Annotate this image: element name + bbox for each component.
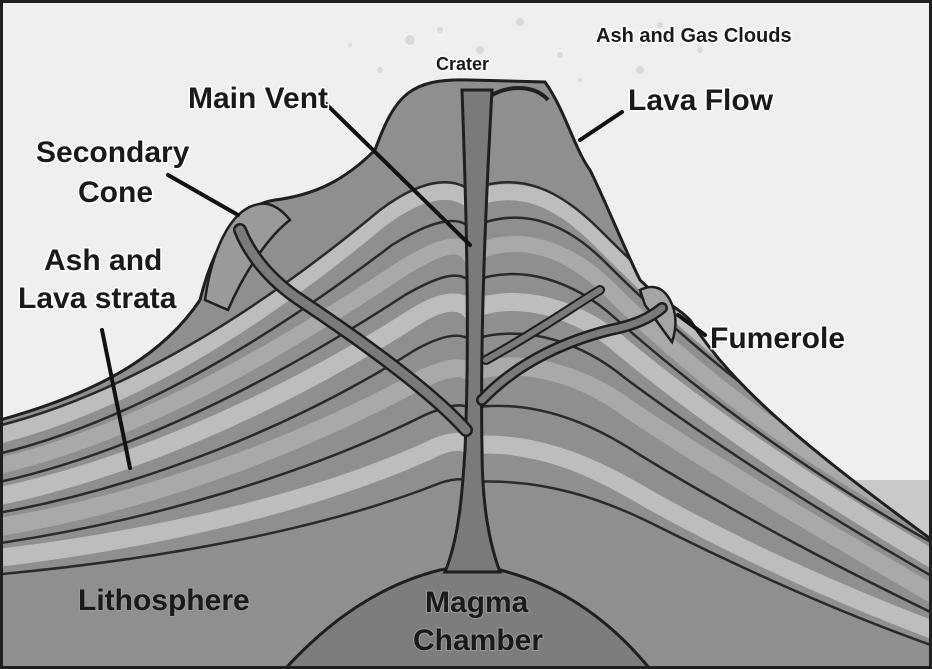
label-strata-2: Lava strata <box>18 282 177 315</box>
label-secondary-cone-1: Secondary <box>36 136 190 169</box>
label-crater: Crater <box>436 54 489 74</box>
label-magma-1: Magma <box>425 586 529 619</box>
label-main-vent: Main Vent <box>188 82 328 115</box>
label-lithosphere: Lithosphere <box>78 584 250 617</box>
label-fumerole: Fumerole <box>710 322 845 355</box>
label-ash-clouds: Ash and Gas Clouds <box>596 25 792 47</box>
label-secondary-cone-2: Cone <box>78 176 153 209</box>
label-lava-flow: Lava Flow <box>628 84 774 117</box>
label-magma-2: Chamber <box>413 624 543 657</box>
label-strata-1: Ash and <box>44 244 162 277</box>
